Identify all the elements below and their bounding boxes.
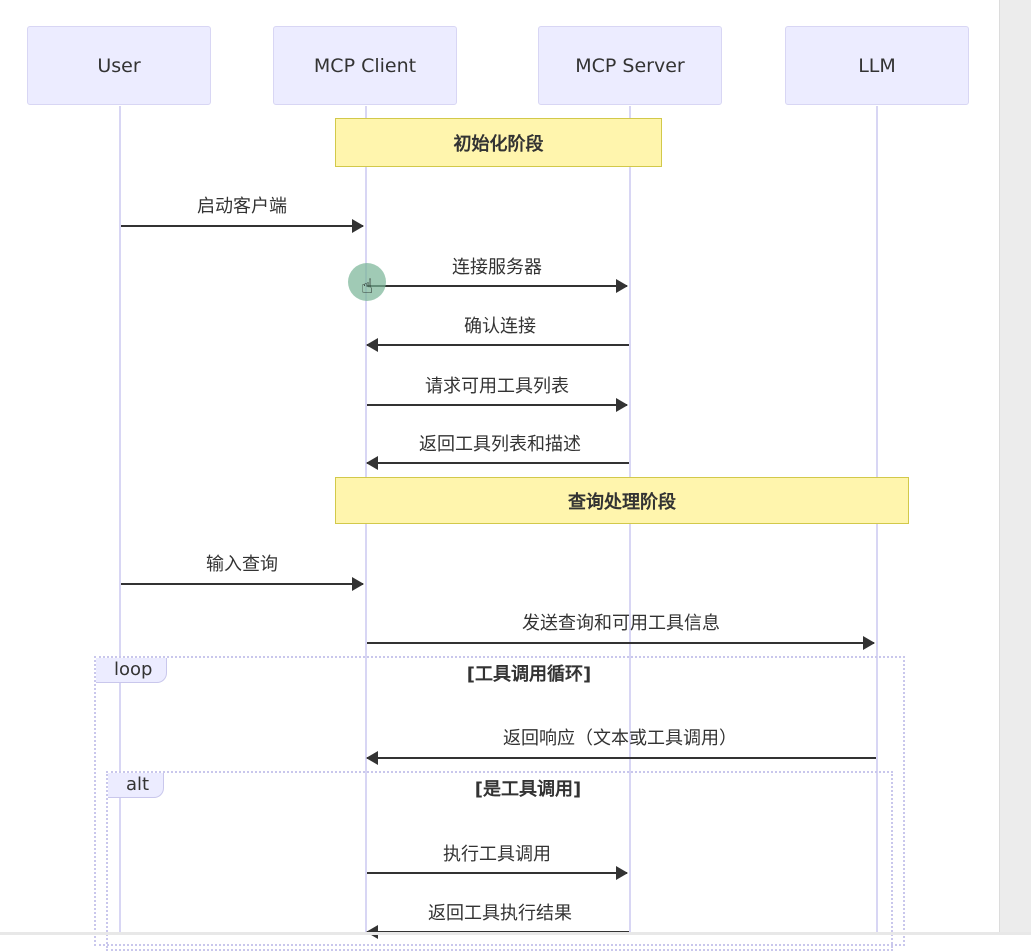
message-label: 发送查询和可用工具信息 [522, 613, 720, 634]
message-arrow [367, 279, 628, 293]
lifeline-user [119, 106, 121, 935]
participant-mcp-server: MCP Server [538, 26, 722, 105]
message-arrow [121, 577, 364, 591]
message-label: 确认连接 [464, 316, 536, 337]
cursor-highlight [348, 263, 386, 301]
loop-condition: [工具调用循环] [466, 664, 592, 685]
message-arrow [367, 866, 628, 880]
participant-user: User [27, 26, 211, 105]
window-scroll-edge [999, 0, 1031, 935]
message-label: 返回工具列表和描述 [419, 434, 581, 455]
message-label: 返回响应（文本或工具调用） [503, 728, 737, 749]
message-arrow [367, 636, 875, 650]
message-label: 连接服务器 [452, 257, 542, 278]
alt-frame-tag: alt [108, 773, 165, 798]
participant-mcp-client: MCP Client [273, 26, 457, 105]
alt-condition: [是工具调用] [474, 779, 582, 800]
message-label: 返回工具执行结果 [428, 903, 572, 924]
participant-llm: LLM [785, 26, 969, 105]
message-label: 执行工具调用 [443, 844, 551, 865]
message-arrow [366, 338, 629, 352]
message-label: 请求可用工具列表 [425, 376, 569, 397]
window-bottom-edge [0, 932, 1031, 935]
message-arrow [366, 456, 629, 470]
message-arrow [121, 219, 364, 233]
loop-frame-tag: loop [96, 658, 168, 683]
note-init-phase: 初始化阶段 [335, 118, 662, 167]
note-query-phase: 查询处理阶段 [335, 477, 909, 524]
message-arrow [366, 751, 876, 765]
message-label: 输入查询 [206, 554, 278, 575]
message-arrow [367, 398, 628, 412]
message-label: 启动客户端 [197, 196, 287, 217]
hand-cursor-icon: ☝ [361, 274, 374, 298]
